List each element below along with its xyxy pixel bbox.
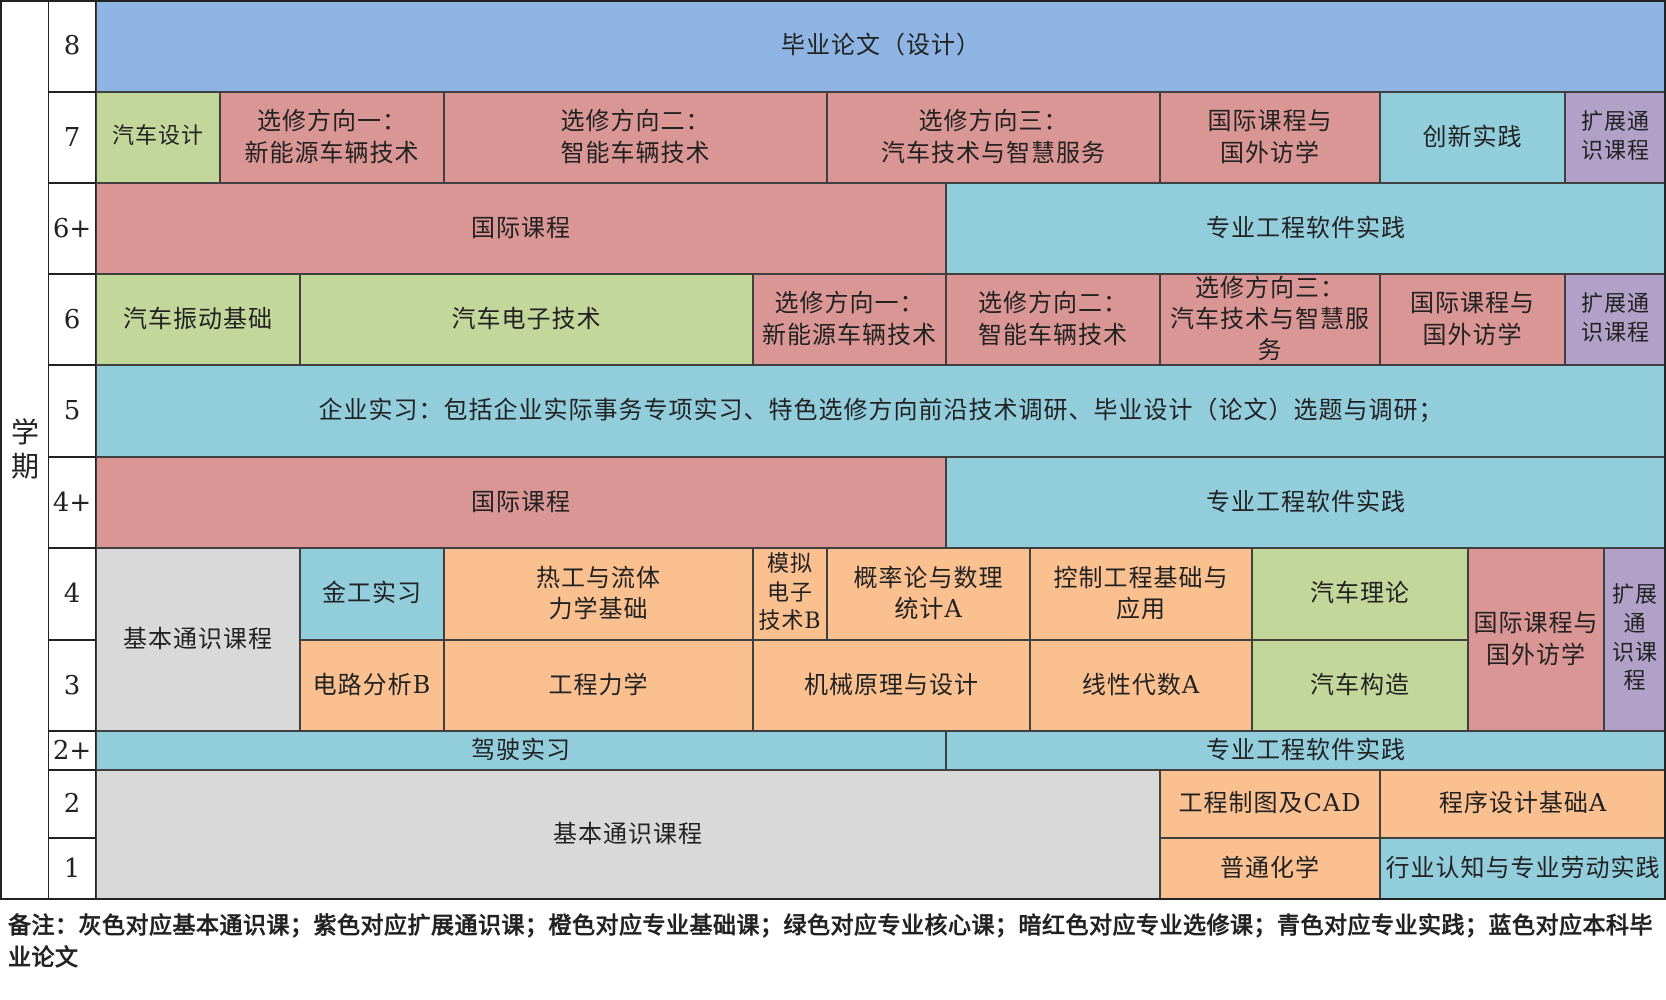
course-block: 扩展通识课程 <box>1565 274 1666 365</box>
course-label: 选修方向三： 汽车技术与智慧服务 <box>881 107 1106 167</box>
course-block: 专业工程软件实践 <box>946 183 1666 274</box>
course-block: 汽车振动基础 <box>96 274 300 365</box>
course-label: 国际课程与 国外访学 <box>1207 107 1333 167</box>
course-block: 汽车电子技术 <box>300 274 753 365</box>
course-label: 选修方向二： 智能车辆技术 <box>560 107 711 167</box>
course-label: 选修方向一： 新能源车辆技术 <box>244 107 420 167</box>
course-block: 选修方向一： 新能源车辆技术 <box>220 92 444 183</box>
course-label: 线性代数A <box>1081 670 1201 699</box>
course-block: 选修方向一： 新能源车辆技术 <box>753 274 946 365</box>
course-block: 专业工程软件实践 <box>946 457 1666 548</box>
course-label: 汽车构造 <box>1310 670 1410 699</box>
course-block: 工程制图及CAD <box>1160 770 1380 838</box>
course-label: 热工与流体 力学基础 <box>536 563 661 623</box>
course-block: 毕业论文（设计） <box>96 0 1666 92</box>
course-block: 选修方向三： 汽车技术与智慧服 务 <box>1160 274 1380 365</box>
course-label: 扩展通 识课程 <box>1611 583 1658 695</box>
semester-3: 3 <box>48 640 96 731</box>
semester-2p: 2+ <box>48 731 96 770</box>
course-label: 金工实习 <box>322 579 422 608</box>
course-block: 扩展通 识课程 <box>1604 548 1666 731</box>
course-block: 电路分析B <box>300 640 444 731</box>
semester-axis-label: 学 期 <box>10 416 39 483</box>
course-label: 基本通识课程 <box>123 624 273 653</box>
course-label: 工程力学 <box>548 670 649 699</box>
course-label: 汽车电子技术 <box>451 304 602 333</box>
course-label: 汽车振动基础 <box>123 304 273 333</box>
legend-note: 备注：灰色对应基本通识课；紫色对应扩展通识课；橙色对应专业基础课；绿色对应专业核… <box>8 912 1653 971</box>
course-block: 国际课程 <box>96 457 946 548</box>
course-block: 选修方向二： 智能车辆技术 <box>444 92 827 183</box>
course-block: 线性代数A <box>1030 640 1252 731</box>
course-block: 汽车理论 <box>1252 548 1468 640</box>
semester-6p: 6+ <box>48 183 96 274</box>
course-block: 汽车设计 <box>96 92 220 183</box>
semester-4p: 4+ <box>48 457 96 548</box>
course-label: 专业工程软件实践 <box>1206 487 1406 516</box>
course-label: 程序设计基础A <box>1438 789 1608 818</box>
semester-8: 8 <box>48 0 96 92</box>
course-block: 行业认知与专业劳动实践 <box>1380 838 1666 900</box>
course-block: 基本通识课程 <box>96 770 1160 900</box>
course-label: 模拟电子 技术B <box>758 552 822 635</box>
course-label: 专业工程软件实践 <box>1206 735 1406 764</box>
course-label: 专业工程软件实践 <box>1206 213 1406 242</box>
course-block: 概率论与数理 统计A <box>827 548 1030 640</box>
course-block: 专业工程软件实践 <box>946 731 1666 770</box>
course-label: 国际课程与 国外访学 <box>1473 609 1599 669</box>
course-block: 国际课程 <box>96 183 946 274</box>
semester-4: 4 <box>48 548 96 640</box>
course-label: 电路分析B <box>312 670 432 699</box>
course-label: 汽车设计 <box>111 124 204 150</box>
course-label: 扩展通识课程 <box>1580 291 1650 346</box>
course-block: 汽车构造 <box>1252 640 1468 731</box>
course-label: 行业认知与专业劳动实践 <box>1385 854 1661 883</box>
course-block: 基本通识课程 <box>96 548 300 731</box>
course-block: 驾驶实习 <box>96 731 946 770</box>
semester-1: 1 <box>48 838 96 900</box>
course-block: 扩展通识课程 <box>1565 92 1666 183</box>
course-label: 毕业论文（设计） <box>781 31 981 60</box>
course-block: 普通化学 <box>1160 838 1380 900</box>
course-label: 普通化学 <box>1220 854 1320 883</box>
course-label: 选修方向三： 汽车技术与智慧服 务 <box>1170 273 1370 365</box>
course-block: 国际课程与 国外访学 <box>1160 92 1380 183</box>
course-block: 模拟电子 技术B <box>753 548 827 640</box>
course-label: 选修方向一： 新能源车辆技术 <box>762 289 937 349</box>
course-label: 工程制图及CAD <box>1178 789 1362 818</box>
course-block: 选修方向三： 汽车技术与智慧服务 <box>827 92 1160 183</box>
course-label: 机械原理与设计 <box>804 670 979 699</box>
course-block: 机械原理与设计 <box>753 640 1030 731</box>
semester-7: 7 <box>48 92 96 183</box>
course-label: 概率论与数理 统计A <box>853 563 1004 623</box>
course-label: 驾驶实习 <box>471 735 571 764</box>
course-block: 程序设计基础A <box>1380 770 1666 838</box>
course-block: 金工实习 <box>300 548 444 640</box>
semester-6: 6 <box>48 274 96 365</box>
course-block: 国际课程与 国外访学 <box>1380 274 1565 365</box>
course-label: 选修方向二： 智能车辆技术 <box>978 289 1128 349</box>
course-label: 控制工程基础与 应用 <box>1053 563 1229 623</box>
course-label: 企业实习：包括企业实际事务专项实习、特色选修方向前沿技术调研、毕业设计（论文）选… <box>318 396 1444 425</box>
course-label: 汽车理论 <box>1310 579 1410 608</box>
semester-2: 2 <box>48 770 96 838</box>
course-label: 国际课程 <box>471 487 571 516</box>
course-block: 控制工程基础与 应用 <box>1030 548 1252 640</box>
course-block: 创新实践 <box>1380 92 1565 183</box>
course-label: 国际课程与 国外访学 <box>1410 289 1535 349</box>
course-block: 国际课程与 国外访学 <box>1468 548 1604 731</box>
course-label: 基本通识课程 <box>553 820 703 849</box>
course-label: 国际课程 <box>471 213 571 242</box>
course-label: 创新实践 <box>1422 122 1523 151</box>
semester-5: 5 <box>48 365 96 457</box>
course-block: 企业实习：包括企业实际事务专项实习、特色选修方向前沿技术调研、毕业设计（论文）选… <box>96 365 1666 457</box>
course-block: 工程力学 <box>444 640 753 731</box>
course-label: 扩展通识课程 <box>1580 109 1650 164</box>
course-block: 热工与流体 力学基础 <box>444 548 753 640</box>
course-block: 选修方向二： 智能车辆技术 <box>946 274 1160 365</box>
